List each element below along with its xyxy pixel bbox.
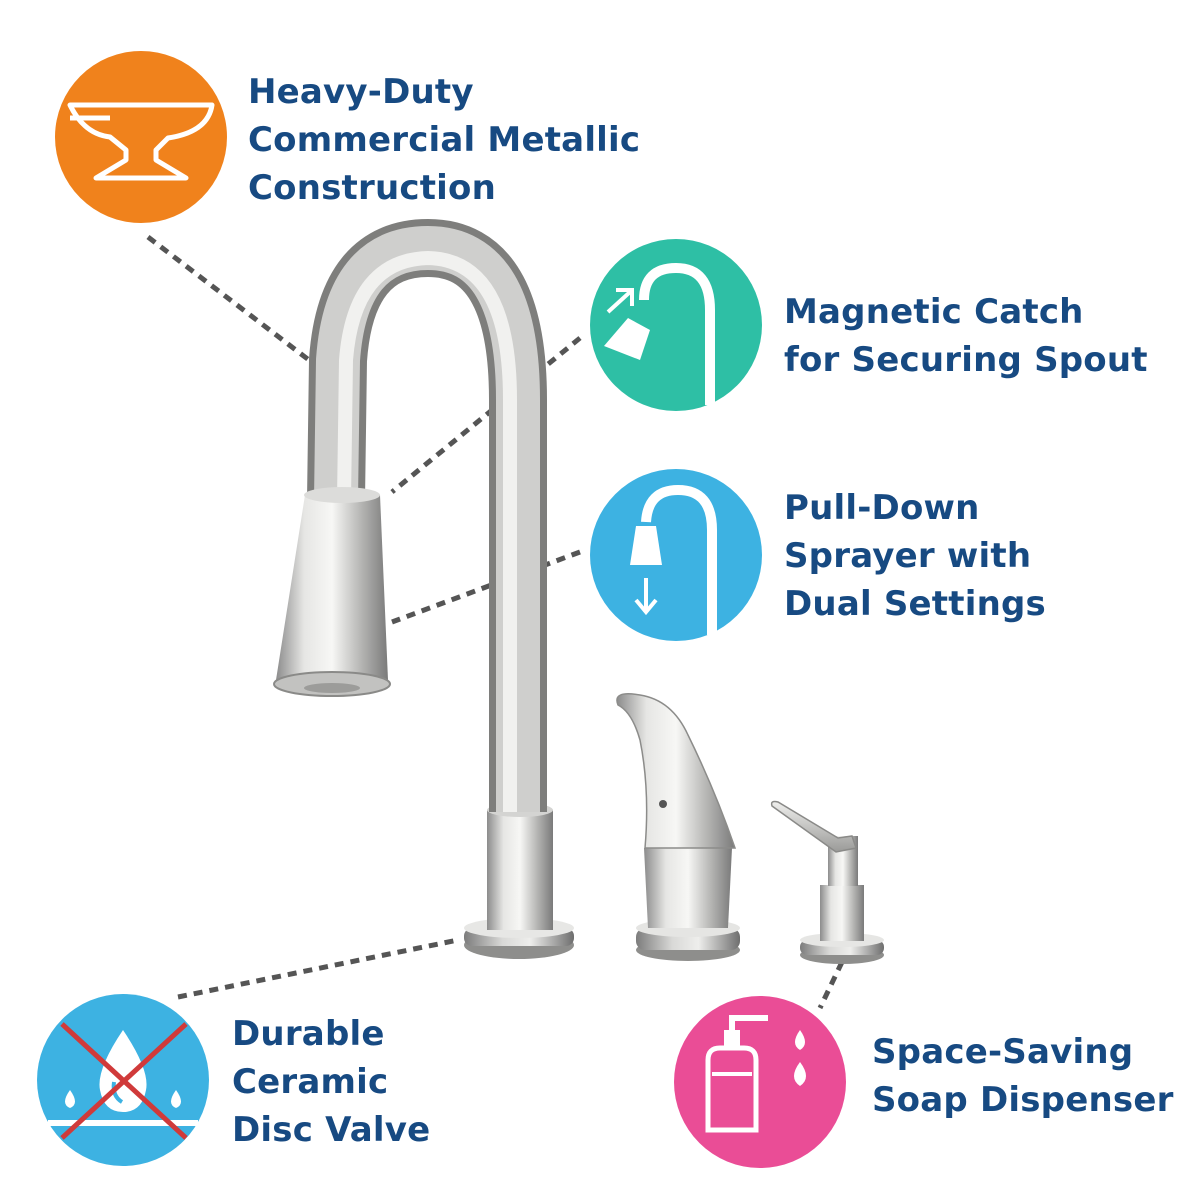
heavy-duty-line-2: Commercial Metallic — [248, 120, 641, 160]
ceramic-valve-line-1: Durable — [232, 1014, 385, 1054]
leader-lines — [146, 235, 845, 1010]
ceramic-valve-line-3: Disc Valve — [232, 1110, 431, 1150]
soap-dispenser-line-2: Soap Dispenser — [872, 1080, 1174, 1120]
pull-down-line-3: Dual Settings — [784, 584, 1046, 624]
kitchen-faucet — [273, 218, 574, 959]
leader-line-magnetic-catch — [390, 336, 582, 494]
heavy-duty-line-1: Heavy-Duty — [248, 72, 474, 112]
pull-down-label: Pull-Down Sprayer with Dual Settings — [784, 484, 1046, 628]
pull-down-line-2: Sprayer with — [784, 536, 1032, 576]
soap-dispenser-label: Space-Saving Soap Dispenser — [872, 1028, 1174, 1124]
magnetic-catch-label: Magnetic Catch for Securing Spout — [784, 288, 1148, 384]
leader-line-pull-down — [391, 549, 581, 625]
pull-down-line-1: Pull-Down — [784, 488, 980, 528]
magnetic-catch-line-2: for Securing Spout — [784, 340, 1148, 380]
soap-dispenser-line-1: Space-Saving — [872, 1032, 1134, 1072]
leader-line-ceramic-valve — [177, 937, 459, 1000]
ceramic-valve-label: Durable Ceramic Disc Valve — [232, 1010, 430, 1154]
anvil-icon — [55, 51, 227, 223]
soap-dispenser-icon — [674, 996, 846, 1168]
magnetic-spout-icon — [590, 239, 762, 411]
no-drip-icon — [37, 994, 209, 1166]
heavy-duty-line-3: Construction — [248, 168, 497, 208]
faucet-handle — [616, 693, 740, 961]
ceramic-valve-line-2: Ceramic — [232, 1062, 389, 1102]
leader-line-soap-dispenser — [817, 960, 845, 1010]
soap-dispenser-pump — [770, 800, 884, 964]
heavy-duty-label: Heavy-Duty Commercial Metallic Construct… — [248, 68, 640, 212]
pull-down-sprayer-icon — [590, 469, 762, 641]
magnetic-catch-line-1: Magnetic Catch — [784, 292, 1084, 332]
leader-line-heavy-duty — [146, 235, 324, 372]
